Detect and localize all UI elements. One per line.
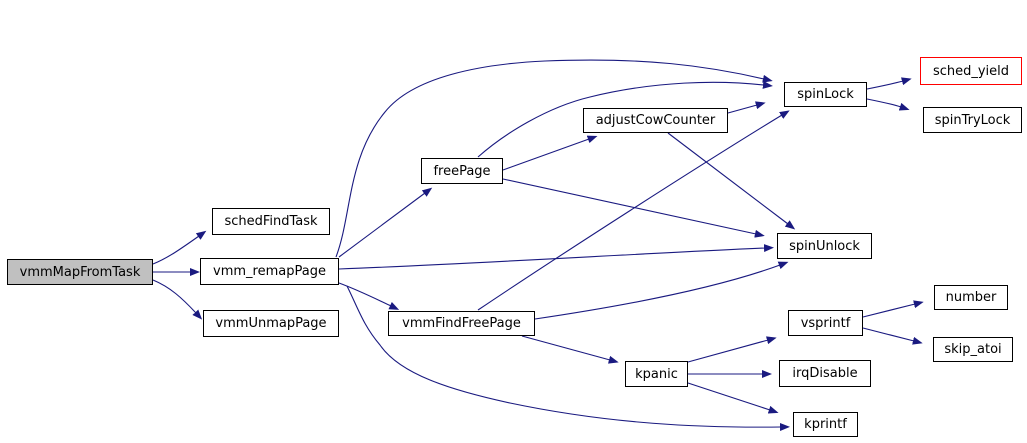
edge-freePage-to-spinUnlock — [502, 178, 765, 238]
node-kpanic[interactable]: kpanic — [625, 361, 688, 387]
node-label: kprintf — [804, 417, 847, 432]
node-vmmUnmapPage[interactable]: vmmUnmapPage — [203, 310, 339, 337]
node-schedFindTask[interactable]: schedFindTask — [212, 208, 330, 235]
node-vsprintf[interactable]: vsprintf — [788, 310, 863, 336]
node-label: vmmUnmapPage — [215, 316, 327, 331]
node-vmm_remapPage[interactable]: vmm_remapPage — [200, 258, 339, 285]
edge-vmm_remapPage-to-vmmFindFreePage — [338, 282, 400, 310]
edge-kpanic-to-vsprintf — [687, 336, 777, 363]
edge-vmmMapFromTask-to-schedFindTask — [152, 230, 207, 265]
node-skip_atoi[interactable]: skip_atoi — [933, 337, 1013, 362]
node-label: spinTryLock — [934, 112, 1011, 128]
node-sched_yield[interactable]: sched_yield — [920, 57, 1022, 85]
node-label: adjustCowCounter — [595, 113, 716, 128]
edge-vmmMapFromTask-to-vmmUnmapPage — [152, 279, 203, 320]
node-label: irqDisable — [792, 366, 858, 381]
node-vmmMapFromTask: vmmMapFromTask — [7, 259, 153, 285]
node-label: spinUnlock — [789, 238, 860, 254]
node-label: freePage — [433, 163, 491, 179]
node-label: kpanic — [635, 366, 678, 382]
node-label: sched_yield — [932, 63, 1010, 79]
node-number[interactable]: number — [934, 285, 1008, 310]
node-label: schedFindTask — [224, 214, 318, 229]
node-irqDisable[interactable]: irqDisable — [779, 360, 871, 387]
edge-vmmFindFreePage-to-kpanic — [521, 335, 619, 364]
edge-vmm_remapPage-to-kprintf — [346, 285, 790, 432]
edge-vmmFindFreePage-to-spinUnlock — [534, 261, 789, 320]
edge-vmmFindFreePage-to-spinLock — [477, 110, 790, 311]
node-label: vmm_remapPage — [213, 264, 326, 279]
node-label: skip_atoi — [944, 342, 1002, 357]
edge-freePage-to-adjustCowCounter — [502, 135, 598, 171]
node-label: vmmMapFromTask — [19, 264, 141, 280]
node-freePage[interactable]: freePage — [421, 158, 503, 184]
node-adjustCowCounter[interactable]: adjustCowCounter — [583, 108, 728, 133]
node-label: vsprintf — [800, 315, 851, 331]
node-spinTryLock[interactable]: spinTryLock — [923, 107, 1022, 133]
edge-spinLock-to-sched_yield — [866, 77, 912, 90]
node-vmmFindFreePage[interactable]: vmmFindFreePage — [388, 311, 535, 336]
edge-vmm_remapPage-to-freePage — [338, 187, 433, 258]
node-kprintf[interactable]: kprintf — [793, 412, 858, 437]
edge-freePage-to-spinLock — [477, 80, 773, 158]
edge-vsprintf-to-number — [862, 300, 924, 318]
edge-adjustCowCounter-to-spinUnlock — [667, 132, 796, 230]
node-label: vmmFindFreePage — [402, 316, 521, 331]
node-spinUnlock[interactable]: spinUnlock — [777, 233, 872, 259]
edge-vmm_remapPage-to-spinLock — [335, 59, 773, 258]
edge-kpanic-to-kprintf — [687, 382, 779, 414]
edge-spinLock-to-spinTryLock — [866, 98, 910, 111]
edge-vsprintf-to-skip_atoi — [862, 327, 923, 345]
node-label: spinLock — [797, 87, 854, 102]
node-spinLock[interactable]: spinLock — [784, 82, 867, 107]
edge-adjustCowCounter-to-spinLock — [727, 101, 766, 114]
edge-vmm_remapPage-to-spinUnlock — [338, 244, 774, 270]
node-label: number — [945, 290, 997, 305]
